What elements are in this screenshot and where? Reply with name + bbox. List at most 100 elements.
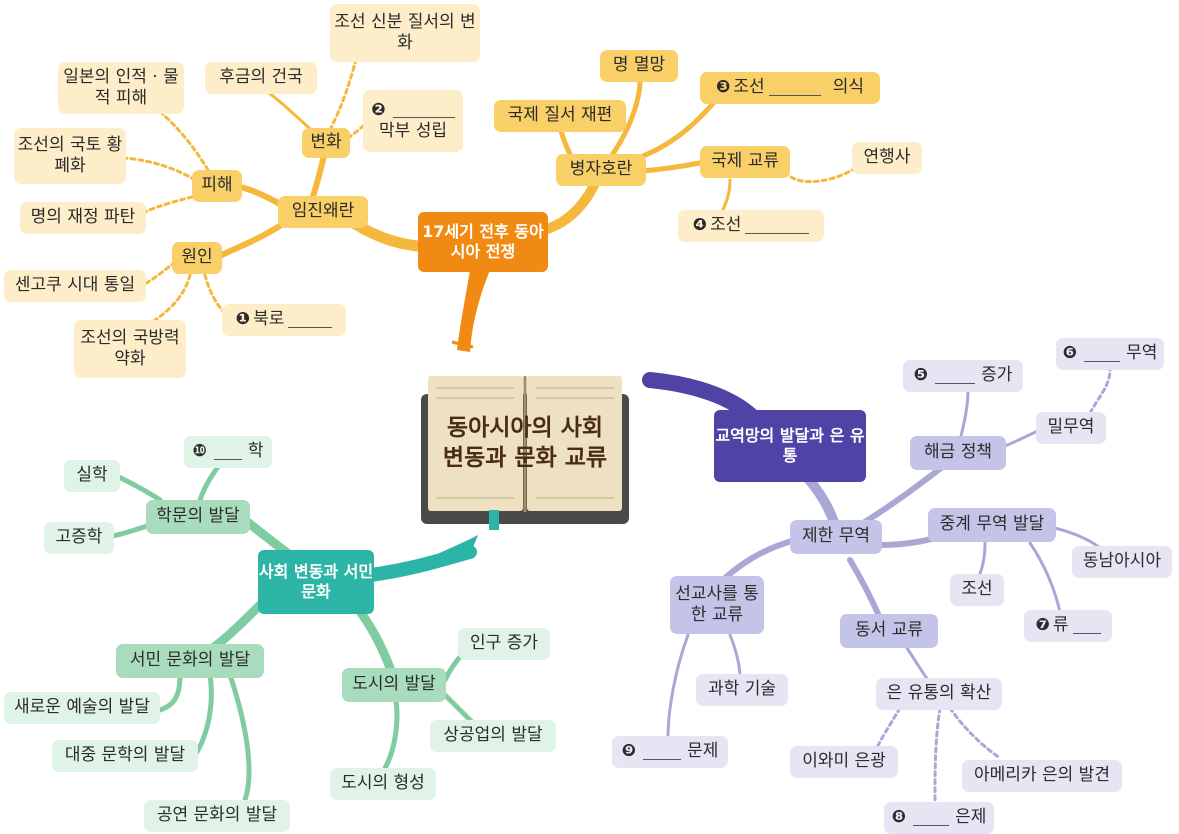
- connector-damage-devastation: [123, 156, 197, 182]
- trade-blank-node: ❻ 무역: [1056, 338, 1164, 370]
- silver-standard-node: ❽ 은제: [884, 802, 994, 834]
- connector-haegeum-smuggling: [998, 428, 1042, 450]
- awareness-post-label: 의식: [832, 77, 864, 98]
- answer-blank-3: [768, 80, 821, 96]
- war-hub: 17세기 전후 동아시아 전쟁: [418, 212, 548, 272]
- ryu-label: 류: [1052, 615, 1069, 636]
- east-west-exchange: 동서 교류: [840, 614, 938, 648]
- city-formation: 도시의 형성: [330, 768, 436, 800]
- connector-eastwest-silver: [903, 643, 930, 682]
- connector-missionary-tech: [728, 633, 742, 680]
- connector-hub-city: [350, 600, 395, 673]
- ming-fall: 명 멸망: [600, 50, 678, 82]
- shogunate-node: ❷ 막부 성립: [363, 90, 463, 152]
- change-node: 변화: [302, 128, 350, 158]
- ryu-node: ❼ 류: [1024, 610, 1112, 642]
- order-reorganization: 국제 질서 재편: [494, 100, 626, 132]
- answer-blank-10: [213, 444, 242, 460]
- haegeum-policy-node: 해금 정책: [910, 436, 1006, 470]
- connector-exchange-joseon: [720, 178, 732, 214]
- status-order-change: 조선 신분 질서의 변화: [330, 4, 480, 62]
- answer-blank-8: [913, 810, 950, 826]
- relay-trade-node: 중계 무역 발달: [928, 508, 1056, 542]
- cause-node: 원인: [172, 242, 222, 274]
- joseon-blank-node: ❹ 조선: [678, 210, 824, 242]
- connector-relay-ryu: [1028, 541, 1062, 614]
- war-hub-tail: [457, 270, 490, 352]
- answer-blank-9: [643, 744, 682, 760]
- silver-spread: 은 유통의 확산: [876, 678, 1002, 710]
- war-hub-tail-stripe: [451, 340, 474, 349]
- iwami-mine: 이와미 은광: [790, 746, 898, 778]
- number-6-icon: ❻: [1062, 343, 1078, 364]
- center-title: 동아시아의 사회 변동과 문화 교류: [442, 415, 608, 471]
- school-node: ❿ 학: [184, 436, 272, 468]
- connector-cause-sengoku: [143, 260, 177, 286]
- international-exchange: 국제 교류: [700, 146, 790, 178]
- relay-joseon: 조선: [950, 574, 1004, 606]
- number-9-icon: ❾: [621, 741, 637, 762]
- number-1-icon: ❶: [235, 309, 251, 330]
- connector-commoner-art: [157, 672, 183, 713]
- connector-byeongja-mingfall: [607, 77, 643, 161]
- connector-city-formation: [382, 692, 400, 771]
- ming-finance-collapse: 명의 재정 파탄: [20, 202, 146, 234]
- sengoku-unification: 센고쿠 시대 통일: [4, 270, 146, 302]
- increase-label: 증가: [981, 365, 1013, 386]
- scholarship-node: 학문의 발달: [146, 500, 250, 534]
- connector-exchange-envoy: [783, 163, 862, 184]
- number-4-icon: ❹: [692, 215, 708, 236]
- connector-commoner-literature: [192, 672, 214, 758]
- connector-relay-joseon: [976, 541, 987, 580]
- connector-silver-std: [933, 706, 942, 802]
- connector-smuggling-trade: [1088, 368, 1112, 415]
- number-3-icon: ❸: [716, 77, 731, 98]
- new-art: 새로운 예술의 발달: [4, 692, 160, 724]
- society-hub-flag: [420, 535, 478, 570]
- southeast-asia: 동남아시아: [1072, 546, 1172, 578]
- silhak-node: 실학: [64, 460, 120, 492]
- answer-blank-5: [935, 368, 976, 384]
- gojeung-node: 고증학: [44, 522, 114, 554]
- connector-silver-americas: [948, 706, 1002, 760]
- awareness-pre-label: 조선: [733, 77, 765, 98]
- connector-scholarship-silhak: [112, 472, 163, 503]
- imjin-war-node: 임진왜란: [278, 196, 368, 228]
- number-2-icon: ❷: [371, 99, 386, 120]
- smuggling-node: 밀무역: [1036, 412, 1106, 444]
- limited-trade-node: 제한 무역: [790, 520, 882, 554]
- answer-blank-7: [1072, 618, 1101, 634]
- number-7-icon: ❼: [1035, 615, 1050, 636]
- connector-scholarship-gojeung: [109, 522, 153, 539]
- envoy-node: 연행사: [852, 142, 922, 174]
- trade-hub: 교역망의 발달과 은 유통: [714, 410, 866, 482]
- connector-missionary-issue: [666, 633, 690, 740]
- silver-standard-label: 은제: [955, 807, 987, 828]
- commerce-industry: 상공업의 발달: [430, 720, 556, 752]
- connector-limited-missionary: [722, 537, 798, 581]
- connector-change-shogunate: [346, 108, 380, 140]
- byeongja-war-node: 병자호란: [556, 154, 646, 186]
- weak-defense: 조선의 국방력 약화: [74, 320, 186, 378]
- society-hub: 사회 변동과 서민 문화: [258, 550, 374, 614]
- commoner-culture-node: 서민 문화의 발달: [116, 644, 264, 678]
- connector-change-status: [328, 58, 358, 132]
- connector-cause-weak: [153, 273, 192, 322]
- connector-damage-japan: [156, 108, 210, 172]
- number-10-icon: ❿: [192, 441, 207, 462]
- population-growth: 인구 증가: [458, 628, 550, 660]
- connector-limited-eastwest: [847, 557, 883, 621]
- missionary-node: 선교사를 통한 교류: [670, 576, 764, 634]
- northern-label: 북로: [253, 309, 285, 330]
- later-jin-founding: 후금의 건국: [205, 62, 317, 94]
- science-tech: 과학 기술: [696, 674, 788, 706]
- issue-label: 문제: [687, 741, 719, 762]
- trade-label: 무역: [1126, 343, 1158, 364]
- increase-node: ❺ 증가: [903, 360, 1023, 392]
- damage-node: 피해: [192, 170, 242, 202]
- connector-commoner-performance: [227, 672, 252, 803]
- number-5-icon: ❺: [913, 365, 929, 386]
- answer-blank-2: [392, 102, 455, 118]
- popular-literature: 대중 문학의 발달: [52, 740, 198, 772]
- northern-threat-node: ❶ 북로: [222, 304, 346, 336]
